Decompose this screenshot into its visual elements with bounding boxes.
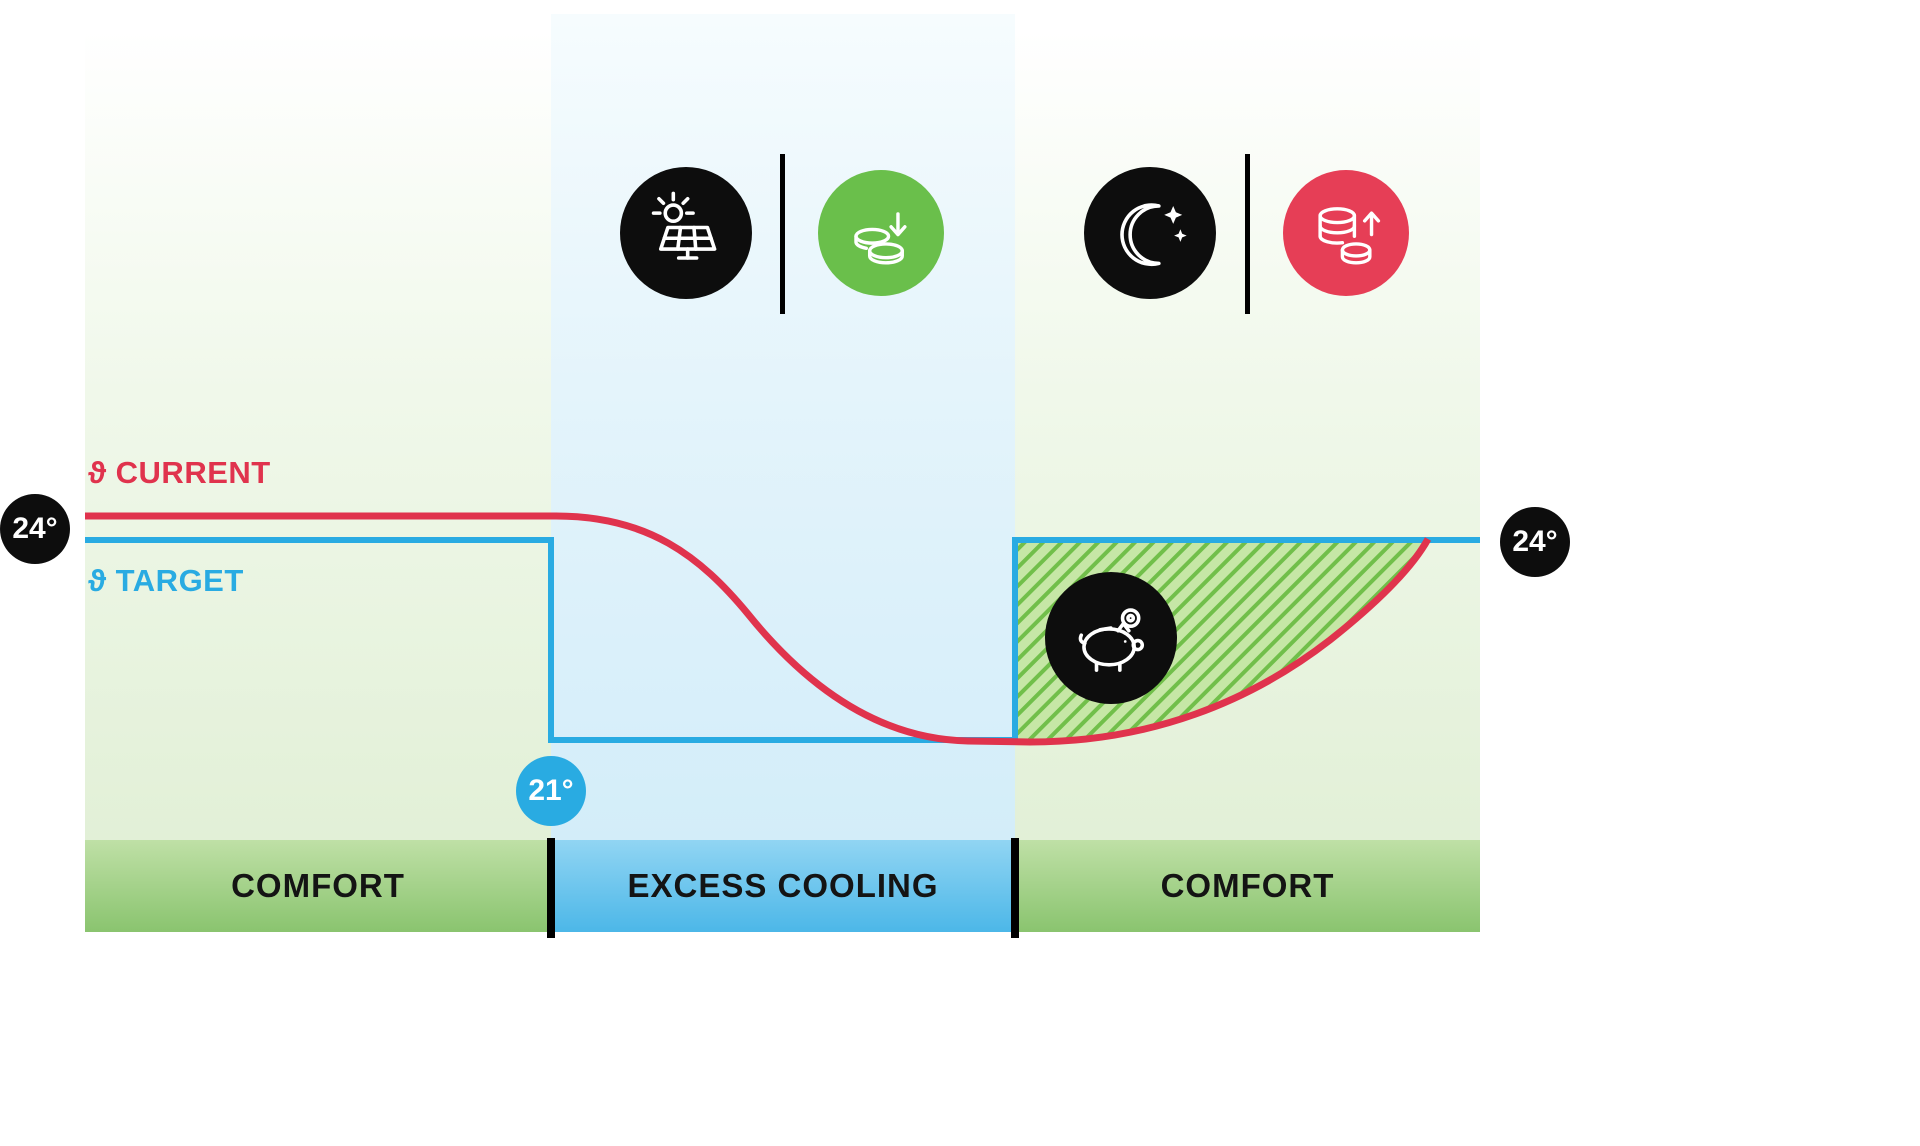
temp-badge-right-24-label: 24°	[1512, 525, 1558, 558]
band-divider-right	[1011, 838, 1019, 938]
icon-separator-right	[1245, 154, 1250, 314]
piggy-bank-icon	[1045, 572, 1177, 704]
comfort-label-left: COMFORT	[231, 867, 405, 904]
comfort-label-right: COMFORT	[1160, 867, 1335, 904]
excess-cooling-zone-bg	[551, 14, 1015, 840]
excess-cooling-band: EXCESS COOLING	[551, 840, 1015, 932]
coins-arrow-up-icon	[1283, 170, 1409, 296]
temp-badge-right-24: 24°	[1500, 507, 1570, 577]
band-divider-left	[547, 838, 555, 938]
solar-panel-icon	[620, 167, 752, 299]
temp-badge-21: 21°	[516, 756, 586, 826]
temp-badge-21-label: 21°	[528, 774, 574, 807]
coins-arrow-down-icon	[818, 170, 944, 296]
moon-sparkles-icon	[1084, 167, 1216, 299]
target-temperature-legend: ϑ TARGET	[88, 563, 244, 598]
temp-badge-left-24: 24°	[0, 494, 70, 564]
comfort-zone-right-bg	[1015, 30, 1480, 840]
current-temperature-legend: ϑ CURRENT	[88, 455, 271, 490]
temp-badge-left-24-label: 24°	[12, 512, 58, 545]
comfort-zone-left-bg	[85, 30, 551, 840]
icon-separator-left	[780, 154, 785, 314]
comfort-band-left: COMFORT	[85, 840, 551, 932]
comfort-band-right: COMFORT	[1015, 840, 1480, 932]
excess-cooling-label: EXCESS COOLING	[627, 867, 939, 904]
